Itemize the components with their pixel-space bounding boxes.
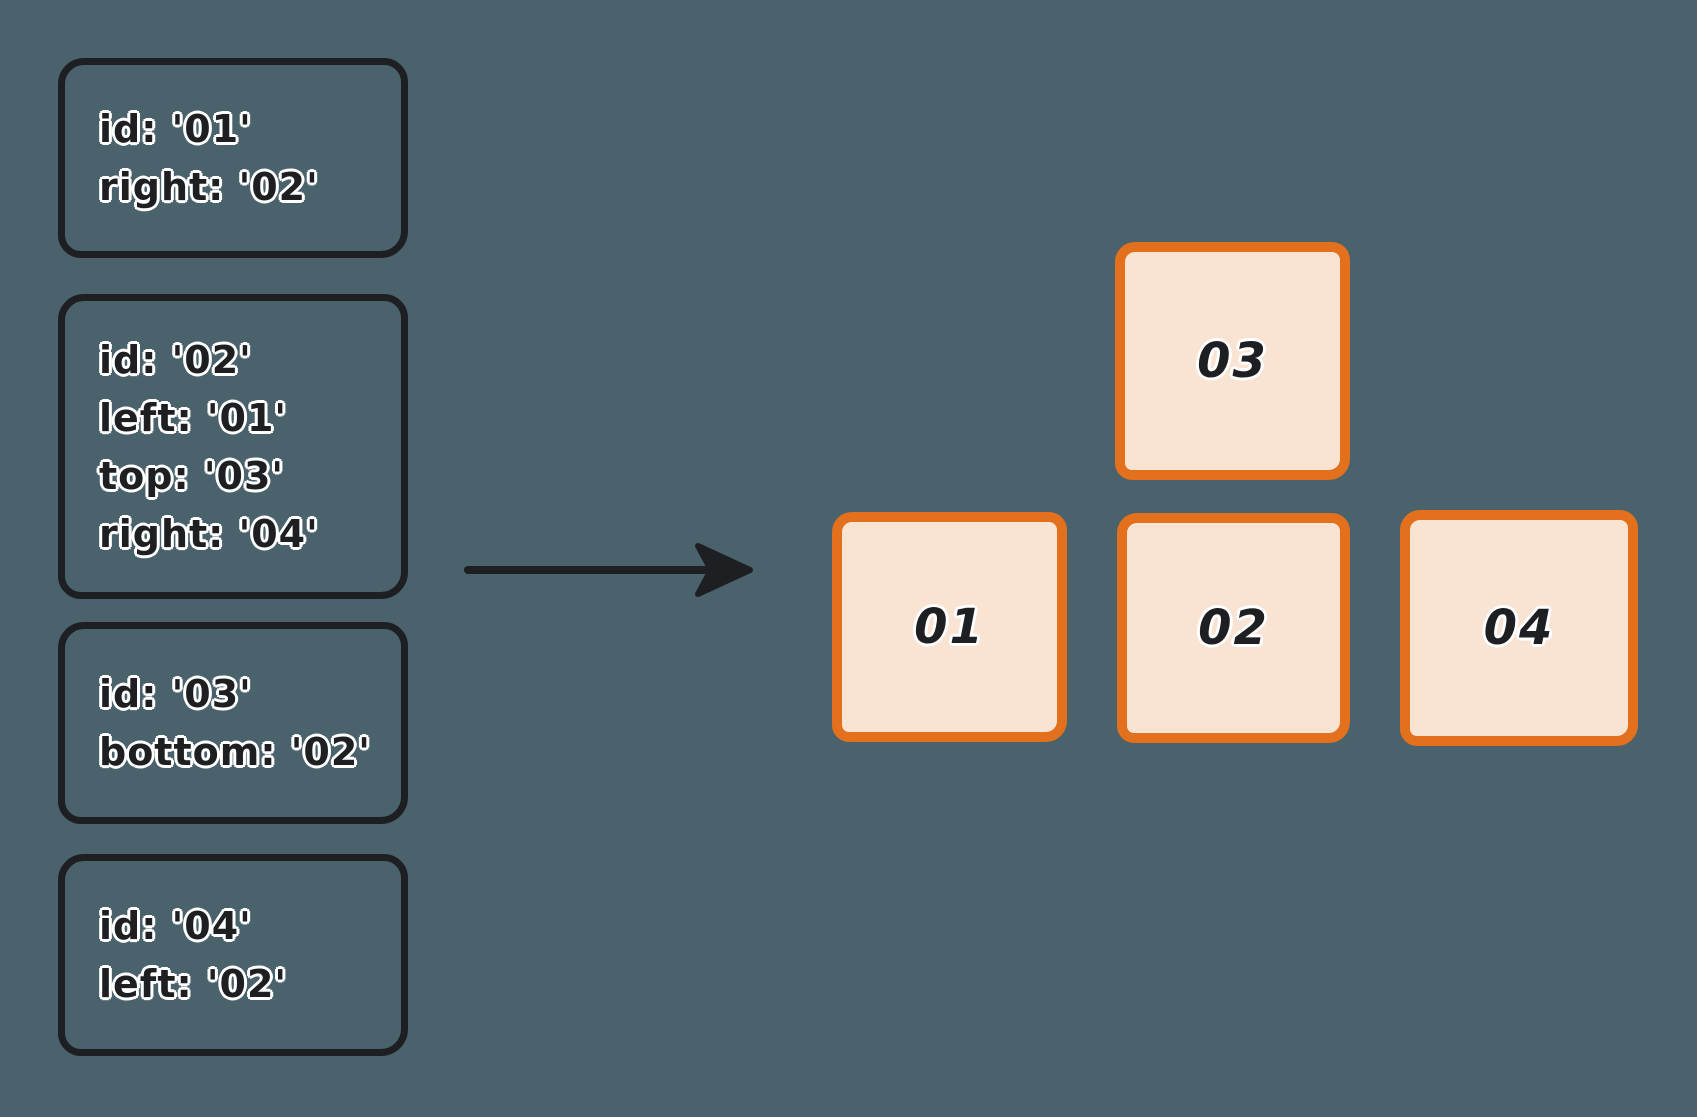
note-card-03: id: '03' bottom: '02' [58,622,408,824]
layout-card-03: 03 [1115,242,1350,480]
note-line: id: '02' [99,337,252,382]
note-card-04: id: '04' left: '02' [58,854,408,1056]
note-line: right: '04' [99,511,319,556]
layout-card-01: 01 [832,512,1067,742]
note-line: top: '03' [99,453,285,498]
card-label: 01 [914,599,985,655]
note-line: id: '01' [99,107,252,151]
note-card-01: id: '01' right: '02' [58,58,408,258]
note-card-02: id: '02' left: '01' top: '03' right: '04… [58,294,408,599]
note-line: id: '04' [99,904,252,948]
note-line: left: '02' [99,962,288,1006]
note-line: id: '03' [99,672,252,716]
card-label: 03 [1197,333,1268,389]
layout-card-04: 04 [1400,510,1638,746]
card-label: 04 [1483,600,1555,656]
right-arrow-icon [464,543,753,597]
note-line: left: '01' [99,395,288,440]
layout-card-02: 02 [1117,513,1350,743]
note-line: bottom: '02' [99,730,371,774]
note-line: right: '02' [99,165,319,209]
card-label: 02 [1198,600,1269,656]
